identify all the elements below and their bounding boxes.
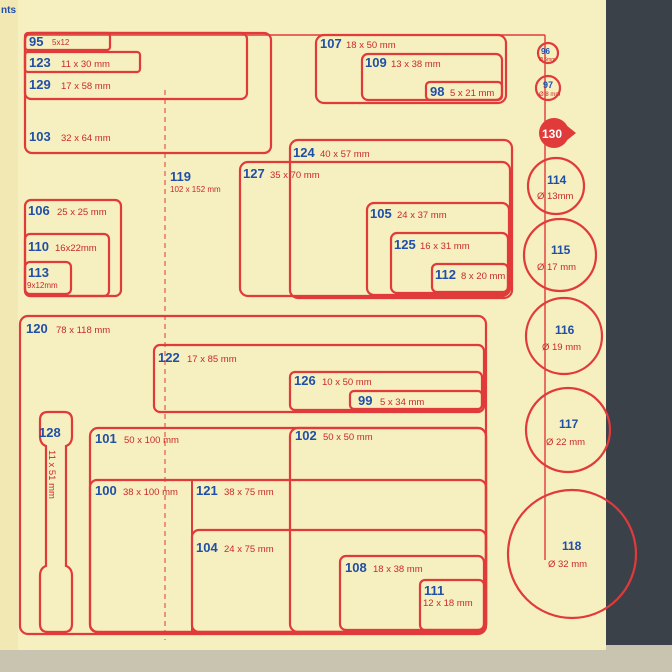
- label-99-size: 5 x 34 mm: [380, 397, 424, 408]
- label-104-outline: [190, 528, 488, 634]
- label-121-size: 38 x 75 mm: [224, 487, 274, 498]
- label-107-number: 107: [320, 36, 342, 51]
- label-108-number: 108: [345, 560, 367, 575]
- circle-115-number: 115: [551, 243, 571, 257]
- label-112-size: 8 x 20 mm: [461, 271, 505, 282]
- circle-114-size: Ø 13mm: [537, 191, 574, 202]
- label-99-outline: [348, 389, 484, 411]
- label-107-size: 18 x 50 mm: [346, 40, 396, 51]
- label-103-size: 32 x 64 mm: [61, 133, 111, 144]
- label-100-number: 100: [95, 483, 117, 498]
- label-119-number: 119: [170, 169, 191, 184]
- label-122-number: 122: [158, 350, 180, 365]
- circle-130-arrow: [566, 125, 576, 141]
- circle-117-size: Ø 22 mm: [546, 437, 585, 448]
- label-98-outline: [424, 80, 504, 102]
- label-124-number: 124: [293, 145, 315, 160]
- label-128-number: 128: [39, 425, 61, 440]
- label-107-outline: [314, 33, 508, 105]
- label-106-number: 106: [28, 203, 50, 218]
- label-99-number: 99: [358, 393, 372, 408]
- circle-96-size: Ø 6mm: [539, 57, 555, 63]
- circle-117-number: 117: [559, 417, 579, 431]
- label-123-size: 11 x 30 mm: [61, 59, 110, 70]
- label-124-outline: [288, 138, 514, 300]
- circle-116-size: Ø 19 mm: [542, 342, 581, 353]
- label-129-number: 129: [29, 77, 51, 92]
- label-128-outline: [38, 410, 74, 634]
- label-122-size: 17 x 85 mm: [187, 354, 237, 365]
- circle-118-size: Ø 32 mm: [548, 559, 587, 570]
- label-127-number: 127: [243, 166, 265, 181]
- label-128-size: 11 x 51 mm: [46, 450, 57, 499]
- label-123-number: 123: [29, 55, 51, 70]
- label-103-outline: [23, 31, 273, 155]
- right-dark-edge: [600, 0, 672, 672]
- label-125-size: 16 x 31 mm: [420, 241, 470, 252]
- label-122-outline: [152, 343, 486, 414]
- label-127-size: 35 x 70 mm: [270, 170, 320, 181]
- label-129-size: 17 x 58 mm: [61, 81, 111, 92]
- label-95-size: 5x12: [52, 38, 70, 47]
- circle-118-outline: [506, 488, 638, 620]
- label-126-number: 126: [294, 373, 316, 388]
- label-108-size: 18 x 38 mm: [373, 564, 423, 575]
- label-124-size: 40 x 57 mm: [320, 149, 370, 160]
- label-126-size: 10 x 50 mm: [322, 377, 372, 388]
- label-110-size: 16x22mm: [55, 243, 97, 254]
- label-106-size: 25 x 25 mm: [57, 207, 107, 218]
- circle-114-outline: [526, 156, 586, 216]
- label-101-size: 50 x 100 mm: [124, 435, 179, 446]
- label-98-size: 5 x 21 mm: [450, 88, 494, 99]
- label-110-number: 110: [28, 239, 49, 254]
- circle-97-outline: [534, 74, 562, 102]
- circle-117-outline: [524, 386, 612, 474]
- label-111-outline: [418, 578, 486, 632]
- label-103-number: 103: [29, 129, 51, 144]
- label-101-number: 101: [95, 431, 117, 446]
- circle-114-number: 114: [547, 173, 567, 187]
- label-111-size: 12 x 18 mm: [423, 598, 473, 609]
- label-105-number: 105: [370, 206, 392, 221]
- circle-118-number: 118: [562, 539, 582, 553]
- label-113-size: 9x12mm: [27, 281, 58, 290]
- circle-97-size: Ø 8 mm: [539, 92, 560, 98]
- paper-sheet: [0, 0, 606, 650]
- circle-130-number: 130: [542, 127, 562, 141]
- label-112-outline: [430, 262, 510, 294]
- label-100-size: 38 x 100 mm: [123, 487, 178, 498]
- label-111-number: 111: [424, 583, 444, 598]
- label-102-size: 50 x 50 mm: [323, 432, 373, 443]
- circle-115-size: Ø 17 mm: [537, 262, 576, 273]
- circle-115-outline: [522, 217, 598, 293]
- circle-116-number: 116: [555, 323, 575, 337]
- corner-text: nts: [1, 5, 16, 16]
- label-98-number: 98: [430, 84, 444, 99]
- circle-97-number: 97: [543, 80, 553, 90]
- circle-130-badge: [539, 118, 569, 148]
- label-119-size: 102 x 152 mm: [170, 185, 221, 194]
- label-120-size: 78 x 118 mm: [56, 325, 110, 336]
- label-121-number: 121: [196, 483, 218, 498]
- label-120-number: 120: [26, 321, 48, 336]
- label-113-number: 113: [28, 265, 49, 280]
- label-125-number: 125: [394, 237, 416, 252]
- label-109-number: 109: [365, 55, 387, 70]
- circle-96-number: 96: [541, 47, 550, 56]
- label-109-size: 13 x 38 mm: [391, 59, 441, 70]
- label-95-number: 95: [29, 34, 43, 49]
- label-102-number: 102: [295, 428, 317, 443]
- circle-116-outline: [524, 296, 604, 376]
- label-105-size: 24 x 37 mm: [397, 210, 447, 221]
- label-112-number: 112: [435, 267, 456, 282]
- circle-96-outline: [536, 41, 560, 65]
- label-104-size: 24 x 75 mm: [224, 544, 274, 555]
- label-104-number: 104: [196, 540, 218, 555]
- label-113-outline: [23, 260, 73, 296]
